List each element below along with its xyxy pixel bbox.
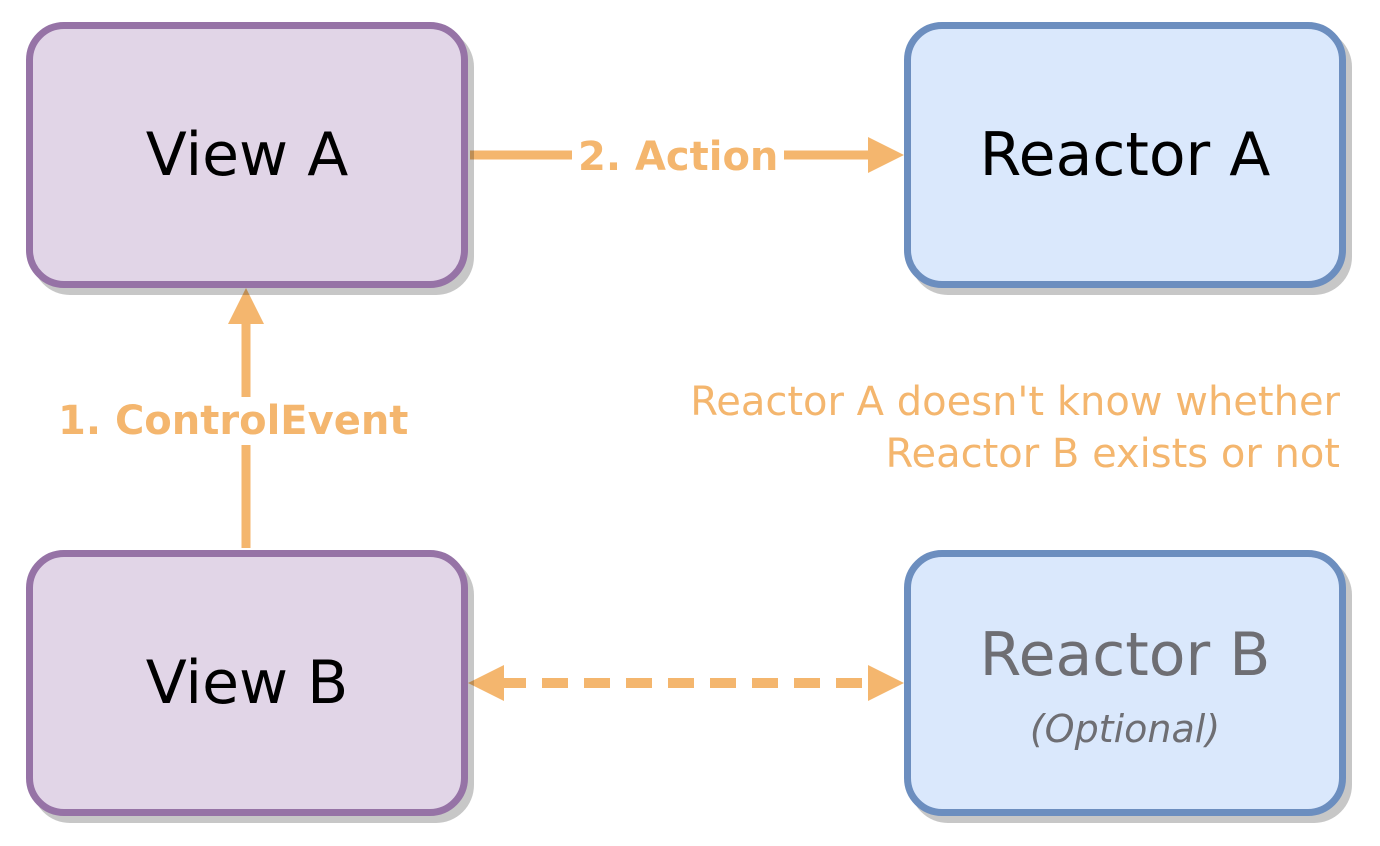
- action-arrow-head: [868, 137, 904, 173]
- optional-link-arrow-head-left: [468, 665, 504, 701]
- view-b-node: View B: [26, 550, 468, 816]
- reactor-b-subtitle: (Optional): [1029, 707, 1221, 751]
- optional-link-arrow-head-right: [868, 665, 904, 701]
- reactor-b-node: Reactor B (Optional): [904, 550, 1346, 816]
- reactor-b-title: Reactor B: [979, 620, 1271, 690]
- reactor-a-node: Reactor A: [904, 22, 1346, 288]
- control-event-arrow-head: [228, 288, 264, 324]
- reactor-independence-note: Reactor A doesn't know whether Reactor B…: [690, 376, 1340, 480]
- reactor-a-title: Reactor A: [979, 120, 1271, 190]
- note-line-2: Reactor B exists or not: [885, 431, 1341, 477]
- control-event-edge-label: 1. ControlEvent: [52, 397, 415, 445]
- view-a-title: View A: [145, 120, 349, 190]
- action-edge-label: 2. Action: [572, 133, 785, 181]
- view-b-title: View B: [145, 648, 349, 718]
- view-a-node: View A: [26, 22, 468, 288]
- note-line-1: Reactor A doesn't know whether: [690, 379, 1340, 425]
